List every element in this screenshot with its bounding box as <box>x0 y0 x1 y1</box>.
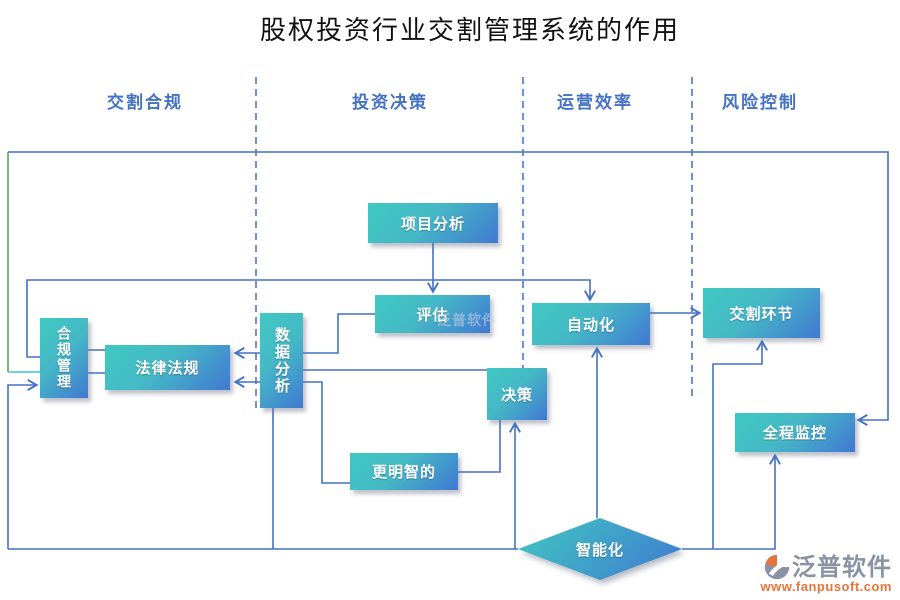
node-automation: 自动化 <box>532 303 650 345</box>
node-data-analysis: 数据分析 <box>260 313 303 408</box>
column-header-risk-control: 风险控制 <box>722 93 798 112</box>
node-intelligent: 智能化 <box>518 518 682 580</box>
node-intelligent-wrap: 智能化 <box>518 518 682 580</box>
node-laws-regulations: 法律法规 <box>105 345 230 390</box>
column-header-investment-decision: 投资决策 <box>352 93 428 112</box>
node-compliance-management: 合规管理 <box>40 318 88 398</box>
page-title: 股权投资行业交割管理系统的作用 <box>259 16 680 45</box>
node-evaluate: 评估 <box>375 295 490 333</box>
node-delivery-link: 交割环节 <box>703 288 820 338</box>
node-smarter: 更明智的 <box>350 453 458 490</box>
watermark-brand: 泛普软件 <box>792 553 892 581</box>
node-project-analysis: 项目分析 <box>368 203 498 243</box>
column-header-delivery-compliance: 交割合规 <box>107 93 183 112</box>
fanpu-logo-icon <box>764 555 790 580</box>
node-full-monitoring: 全程监控 <box>735 413 855 452</box>
column-header-operational-efficiency: 运营效率 <box>557 93 633 112</box>
swimlane-dashed-lines <box>255 77 693 408</box>
node-decision: 决策 <box>487 368 547 420</box>
corner-watermark: 泛普软件 www.fanpusoft.com <box>760 554 892 594</box>
inline-watermark: 泛普软件 <box>437 312 497 328</box>
watermark-url: www.fanpusoft.com <box>760 579 892 595</box>
